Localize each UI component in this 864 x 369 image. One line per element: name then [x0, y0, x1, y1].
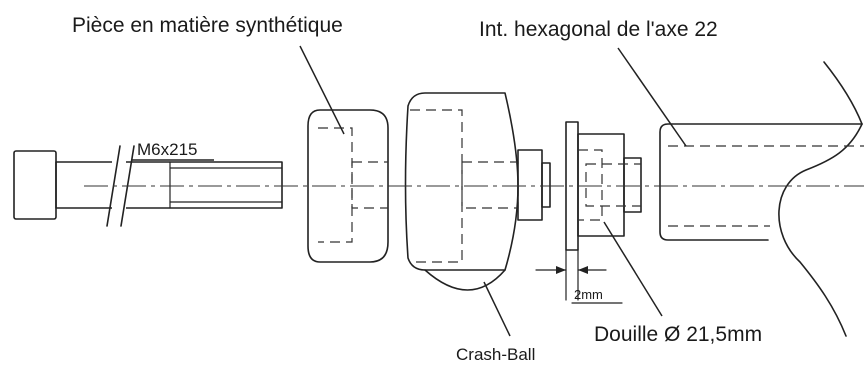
label-synthetic-piece: Pièce en matière synthétique [72, 14, 343, 37]
gap-label: 2mm [574, 287, 603, 302]
gap-arrowhead-right [578, 266, 588, 274]
bolt-shank [55, 161, 283, 209]
leader-hexagonal-axe [617, 47, 687, 147]
axle-tube-outline [659, 123, 863, 241]
axle-tube [659, 61, 864, 337]
bushing-body [577, 133, 625, 237]
label-bolt-spec: M6x215 [137, 140, 197, 159]
synthetic-piece [307, 109, 389, 263]
gap-arrowhead-left [556, 266, 566, 274]
bolt-break-gap [112, 150, 126, 220]
axle-tube-break-top [823, 61, 863, 125]
bushing-nose [623, 157, 642, 213]
axle-tube-break [778, 123, 863, 337]
bolt [13, 145, 283, 227]
leader-synthetic-piece [299, 45, 345, 135]
leader-douille [603, 221, 663, 317]
bushing-hidden-step [578, 149, 603, 221]
crash-ball [404, 92, 551, 291]
bushing-hidden-bore [585, 163, 642, 207]
synthetic-piece-hidden-pocket [318, 127, 353, 243]
crash-ball-cap [424, 269, 506, 291]
bushing-assembly [565, 121, 642, 251]
synthetic-piece-hidden-bore [351, 161, 389, 209]
synthetic-piece-body [307, 109, 389, 263]
crash-ball-hub [517, 149, 543, 221]
crash-ball-hidden-bore [461, 161, 519, 209]
label-crash-ball: Crash-Ball [456, 345, 535, 364]
crash-ball-hub-tip [541, 162, 551, 208]
gap-dimension: 2mm [535, 249, 623, 304]
label-douille: Douille Ø 21,5mm [594, 323, 762, 346]
label-hexagonal-axe: Int. hexagonal de l'axe 22 [479, 18, 718, 41]
bolt-head [13, 150, 57, 220]
leader-crash-ball [483, 281, 511, 337]
